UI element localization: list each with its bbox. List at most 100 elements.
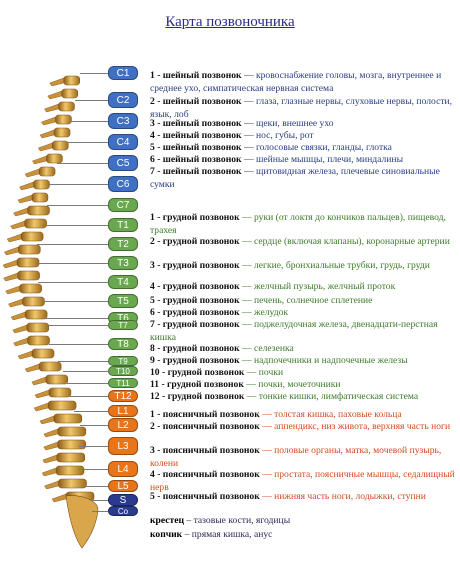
vertebra-badge-t8: T8: [108, 338, 138, 350]
leader-line: [62, 371, 108, 372]
vertebra-name: 3 - грудной позвонок: [150, 260, 240, 271]
vertebra-description: 6 - шейный позвонок — шейные мышцы, плеч…: [150, 154, 455, 167]
vertebra-bone: [57, 439, 86, 450]
vertebra-name: 9 - грудной позвонок: [150, 355, 240, 366]
sacrum-name: крестец: [150, 515, 184, 526]
spinous-process: [34, 389, 50, 399]
vertebra-bone: [53, 413, 83, 424]
spinous-process: [10, 220, 25, 230]
vertebra-badge-l3: L3: [108, 437, 138, 455]
vertebra-bone: [18, 244, 41, 255]
vertebra-badge-c4: C4: [108, 134, 138, 150]
vertebra-name: 4 - грудной позвонок: [150, 281, 240, 292]
leader-line: [48, 344, 108, 345]
spinous-process: [12, 324, 27, 334]
spinous-process: [24, 168, 40, 178]
vertebra-name: 7 - грудной позвонок: [150, 319, 240, 330]
vertebra-name: 1 - шейный позвонок: [150, 70, 242, 81]
vertebra-organs: — нижняя часть ноги, лодыжки, ступни: [259, 491, 426, 502]
vertebra-badge-t4: T4: [108, 275, 138, 289]
vertebra-bone: [58, 101, 75, 112]
vertebra-badge-c3: C3: [108, 113, 138, 129]
leader-line: [36, 263, 108, 264]
vertebra-badge-t11: T11: [108, 378, 138, 388]
vertebra-badge-c5: C5: [108, 155, 138, 171]
leader-line: [90, 500, 108, 501]
vertebra-organs: — печень, солнечное сплетение: [239, 295, 373, 306]
vertebra-organs: — нос, губы, рот: [241, 130, 314, 141]
spinous-process: [51, 493, 67, 503]
vertebra-bone: [46, 153, 63, 164]
vertebra-bone: [24, 309, 48, 320]
vertebra-badge-t7: T7: [108, 320, 138, 330]
spinous-process: [13, 337, 28, 347]
spinous-process: [49, 77, 64, 87]
vertebra-name: 2 - шейный позвонок: [150, 96, 242, 107]
leader-line: [79, 425, 108, 426]
leader-line: [78, 469, 108, 470]
vertebra-description: 12 - грудной позвонок — тонкие кишки, ли…: [150, 391, 455, 404]
vertebra-organs: — шейные мышцы, плечи, миндалины: [241, 154, 404, 165]
vertebra-bone: [61, 88, 78, 99]
vertebra-description: 5 - шейный позвонок — голосовые связки, …: [150, 142, 455, 155]
vertebra-badge-t5: T5: [108, 294, 138, 308]
vertebra-badge-c6: C6: [108, 176, 138, 192]
vertebra-description: 2 - грудной позвонок — сердце (включая к…: [150, 236, 455, 249]
vertebra-organs: — поджелудочная железа, двенадцати-перст…: [150, 319, 438, 343]
vertebra-bone: [22, 296, 45, 307]
leader-line: [67, 142, 108, 143]
vertebra-description: 3 - грудной позвонок — легкие, бронхиаль…: [150, 260, 455, 273]
vertebra-name: 4 - поясничный позвонок: [150, 469, 260, 480]
coccyx-row: копчик – прямая кишка, анус: [150, 528, 272, 541]
vertebra-name: 6 - грудной позвонок: [150, 307, 240, 318]
vertebra-organs: — желудок: [239, 307, 289, 318]
leader-line: [45, 325, 108, 326]
vertebra-description: 6 - грудной позвонок — желудок: [150, 307, 455, 320]
vertebra-name: 3 - поясничный позвонок: [150, 445, 260, 456]
spinous-process: [2, 259, 18, 269]
spinous-process: [41, 116, 56, 126]
leader-line: [79, 73, 108, 74]
vertebra-name: 1 - грудной позвонок: [150, 212, 240, 223]
vertebra-bone: [17, 270, 40, 281]
vertebra-badge-t10: T10: [108, 366, 138, 376]
vertebra-badge-l5: L5: [108, 480, 138, 492]
vertebra-bone: [51, 140, 69, 151]
vertebra-badge-t3: T3: [108, 256, 138, 270]
vertebra-organs: — щеки, внешнее ухо: [241, 118, 334, 129]
vertebra-description: 11 - грудной позвонок — почки, мочеточни…: [150, 379, 455, 392]
vertebra-bone: [31, 192, 49, 203]
spinous-process: [43, 441, 58, 451]
spinous-process: [41, 467, 57, 477]
vertebra-bone: [33, 179, 50, 190]
vertebra-organs: — аппендикс, низ живота, верхняя часть н…: [259, 421, 451, 432]
leader-line: [46, 205, 108, 206]
sacrum-text: – тазовые кости, ягодицы: [184, 515, 291, 526]
spinous-process: [10, 311, 26, 321]
vertebra-description: 4 - грудной позвонок — желчный пузырь, ж…: [150, 281, 455, 294]
vertebra-name: 5 - шейный позвонок: [150, 142, 242, 153]
vertebra-description: 2 - шейный позвонок — глаза, глазные нер…: [150, 96, 455, 121]
spine-illustration: [2, 75, 99, 549]
leader-line: [42, 301, 108, 302]
leader-line: [74, 411, 108, 412]
vertebra-bone: [24, 218, 47, 229]
vertebra-badge-t9: T9: [108, 356, 138, 366]
vertebra-bone: [55, 465, 85, 476]
spinous-process: [37, 142, 53, 152]
spinous-process: [33, 402, 49, 412]
vertebra-badge-l4: L4: [108, 461, 138, 477]
vertebra-bone: [45, 374, 69, 385]
spinous-process: [13, 207, 28, 217]
leader-line: [45, 318, 108, 319]
leader-line: [75, 100, 108, 101]
vertebra-organs: — желчный пузырь, желчный проток: [239, 281, 396, 292]
vertebra-bone: [56, 452, 86, 463]
vertebra-organs: — толстая кишка, паховые кольца: [259, 409, 402, 420]
vertebra-badge-t1: T1: [108, 218, 138, 232]
leader-line: [48, 184, 108, 185]
vertebra-organs: — глаза, глазные нервы, слуховые нервы, …: [150, 96, 453, 120]
vertebra-organs: — кровоснабжение головы, мозга, внутренн…: [150, 70, 442, 94]
vertebra-description: 5 - поясничный позвонок — нижняя часть н…: [150, 491, 455, 504]
spinous-process: [39, 415, 55, 425]
